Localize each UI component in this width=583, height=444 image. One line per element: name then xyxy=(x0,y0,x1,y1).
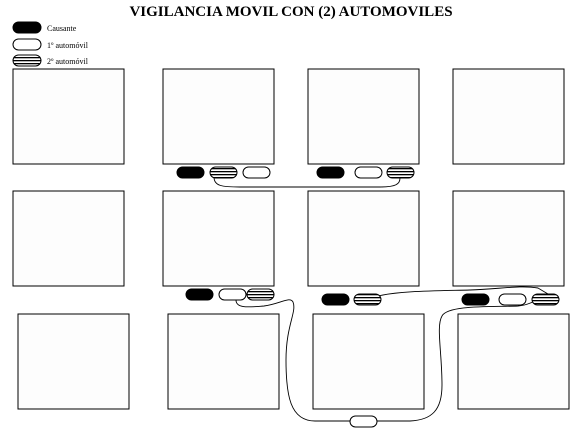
block xyxy=(307,190,420,287)
car-segundo-automovil xyxy=(353,293,382,306)
block xyxy=(162,190,275,287)
car-causante xyxy=(316,166,345,179)
blocks-row-3 xyxy=(17,313,570,410)
car-group-2 xyxy=(316,166,415,179)
block xyxy=(167,313,280,410)
car-causante xyxy=(321,293,350,306)
route-right-upper xyxy=(377,286,549,297)
block xyxy=(12,190,125,287)
car-primer-automovil xyxy=(218,288,247,301)
route-right xyxy=(377,293,549,422)
block xyxy=(162,68,275,165)
car-segundo-automovil xyxy=(386,166,415,179)
car-primer-automovil xyxy=(354,166,383,179)
car-segundo-automovil xyxy=(531,293,560,306)
legend-primer-automovil-label: 1º automóvil xyxy=(47,41,89,50)
car-group-3 xyxy=(185,288,275,301)
block xyxy=(452,190,565,287)
car-causante xyxy=(461,293,490,306)
car-group-4 xyxy=(321,293,382,306)
legend-segundo-automovil-swatch xyxy=(12,54,42,67)
car-primer-automovil xyxy=(349,415,378,428)
blocks-row-1 xyxy=(12,68,565,165)
car-causante xyxy=(185,288,214,301)
route-middle xyxy=(235,299,350,422)
car-primer-automovil xyxy=(498,293,527,306)
blocks-row-2 xyxy=(12,190,565,287)
car-group-5 xyxy=(461,293,560,306)
legend: Causante 1º automóvil 2º automóvil xyxy=(12,21,89,67)
block xyxy=(307,68,420,165)
legend-primer-automovil-swatch xyxy=(12,38,42,51)
car-segundo-automovil xyxy=(209,166,238,179)
legend-segundo-automovil-label: 2º automóvil xyxy=(47,57,89,66)
block xyxy=(312,313,425,410)
block xyxy=(17,313,130,410)
car-group-6 xyxy=(349,415,378,428)
car-group-1 xyxy=(176,166,271,179)
car-primer-automovil xyxy=(242,166,271,179)
legend-causante-label: Causante xyxy=(47,24,77,33)
legend-causante-swatch xyxy=(12,21,42,34)
car-causante xyxy=(176,166,205,179)
car-segundo-automovil xyxy=(246,288,275,301)
block xyxy=(457,313,570,410)
routes xyxy=(213,176,549,422)
route-top xyxy=(213,176,401,188)
block xyxy=(12,68,125,165)
block xyxy=(452,68,565,165)
diagram-title: VIGILANCIA MOVIL CON (2) AUTOMOVILES xyxy=(129,4,452,20)
